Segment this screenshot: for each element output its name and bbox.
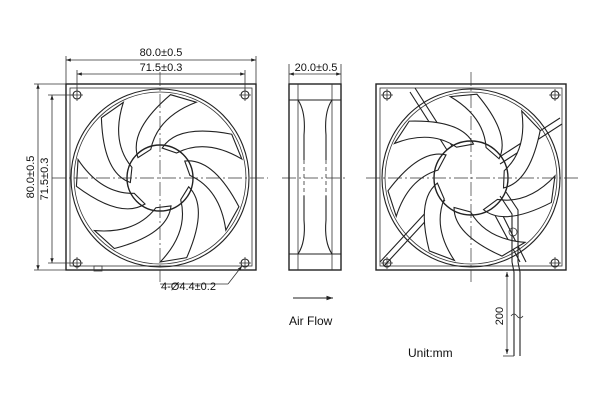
impeller-blade [92,205,172,250]
hole-spacing-width-dimension: 71.5±0.3 [140,62,183,74]
front-impeller-blades [75,94,243,263]
front-frame-inner-edge [69,87,253,267]
impeller-blade [393,120,475,148]
mounting-hole-dimension: 4-Ø4.4±0.2 [161,281,216,293]
front-view: 80.0±0.5 71.5±0.3 80.0±0.5 71.5±0.3 4-Ø4… [25,47,268,293]
impeller-blade [135,94,198,159]
lead-length-dimension: 200 [494,307,506,325]
impeller-blade [423,182,456,262]
thickness-dimension: 20.0±0.5 [295,62,338,74]
front-lead-tab [93,265,103,272]
rear-view: 200 Unit:mm [366,72,580,360]
impeller-blade [161,130,243,161]
side-view: 20.0±0.5 Air Flow [282,62,348,328]
impeller-blade [75,157,146,210]
impeller-blade [184,160,240,232]
impeller-blade [158,185,199,263]
unit-label: Unit:mm [408,346,453,360]
impeller-blade [453,206,527,257]
side-venturi-top [297,99,305,160]
airflow-label: Air Flow [289,314,333,328]
side-body-outline [288,83,342,271]
side-venturi-bottom [297,196,305,255]
impeller-blade [448,93,503,160]
mounting-hole-leader [227,265,243,285]
impeller-blade [482,174,556,218]
hole-spacing-height-dimension: 71.5±0.3 [39,158,51,201]
front-frame-outline [65,83,257,271]
impeller-blade [100,101,133,184]
lead-wires [499,191,524,356]
rear-impeller-blades [387,93,556,262]
outer-width-dimension: 80.0±0.5 [140,47,183,59]
outer-height-dimension: 80.0±0.5 [25,156,37,199]
impeller-blade [502,109,541,189]
impeller-blade [387,153,447,219]
